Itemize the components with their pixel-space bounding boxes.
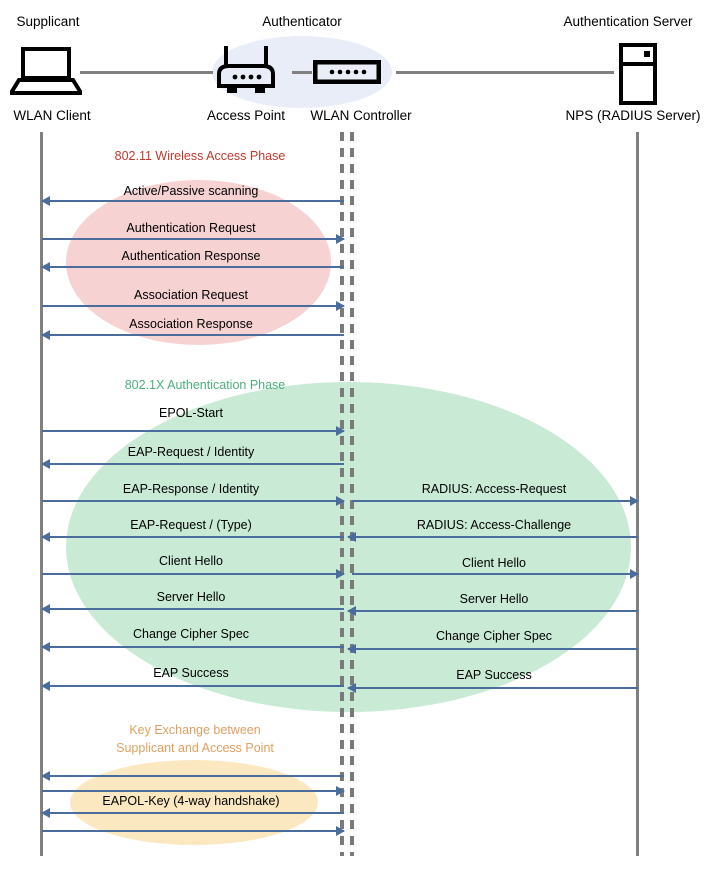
message-arrow [41,330,344,340]
message-label: Authentication Response [121,249,261,263]
lifeline-authentication-server [636,132,639,856]
phase-80211-ellipse [66,180,331,345]
link-client-to-ap [80,71,213,74]
message-label-right: Server Hello [459,592,529,606]
message-arrow [42,234,345,244]
lifeline-wlan-controller [350,132,354,856]
node-label-wlan-controller: WLAN Controller [310,108,412,123]
message-label: Client Hello [159,554,223,568]
message-arrow [42,786,345,796]
message-arrow [41,642,344,652]
message-arrow [41,771,344,781]
message-label: Association Request [134,288,248,302]
link-ap-to-controller [292,71,312,74]
message-label: Server Hello [156,590,226,604]
wlan-controller-icon [312,59,382,89]
role-title-supplicant: Supplicant [16,14,80,29]
message-arrow [41,459,344,469]
message-arrow [41,808,344,818]
phase-80211-caption: 802.11 Wireless Access Phase [114,149,286,163]
message-label-right: EAP Success [456,668,532,682]
message-arrow-right [347,606,638,616]
role-title-authentication-server: Authentication Server [563,14,693,29]
message-arrow-right [352,569,639,579]
message-label: Authentication Request [126,221,256,235]
node-label-access-point: Access Point [206,108,286,123]
message-arrow [42,826,345,836]
message-arrow [41,604,344,614]
message-arrow [42,496,345,506]
access-point-icon [215,44,277,101]
message-arrow-right [347,532,638,542]
lifeline-access-point [340,132,344,856]
server-icon [618,43,658,110]
message-label: EPOL-Start [159,406,223,420]
node-label-wlan-client: WLAN Client [13,108,91,123]
message-label: Change Cipher Spec [132,627,250,641]
message-arrow [41,532,344,542]
message-label: EAP-Response / Identity [122,482,260,496]
message-label: Association Response [129,317,253,331]
message-label-right: RADIUS: Access-Request [421,482,567,496]
message-label: EAP-Request / Identity [127,445,255,459]
phase-8021x-caption: 802.1X Authentication Phase [124,378,286,392]
message-label-right: Client Hello [462,556,526,570]
link-controller-to-server [396,71,614,74]
message-arrow-right [347,683,638,693]
message-label: EAP Success [153,666,229,680]
message-arrow [41,681,344,691]
message-arrow [42,569,345,579]
message-label: EAPOL-Key (4-way handshake) [102,794,280,808]
message-label: EAP-Request / (Type) [130,518,252,532]
message-arrow-right [352,496,639,506]
phase-8021x-ellipse [66,382,631,712]
message-label-right: Change Cipher Spec [435,629,553,643]
message-label: Active/Passive scanning [123,184,259,198]
role-title-authenticator: Authenticator [262,14,342,29]
message-arrow-right [347,644,638,654]
message-arrow [41,196,344,206]
phase-key-exchange-caption: Key Exchange between Supplicant and Acce… [116,723,274,756]
message-arrow [42,426,345,436]
lifeline-supplicant [40,132,43,856]
laptop-icon [7,47,85,102]
message-arrow [41,262,344,272]
node-label-nps-radius-server: NPS (RADIUS Server) [565,108,701,123]
message-arrow [42,301,345,311]
message-label-right: RADIUS: Access-Challenge [416,518,572,532]
